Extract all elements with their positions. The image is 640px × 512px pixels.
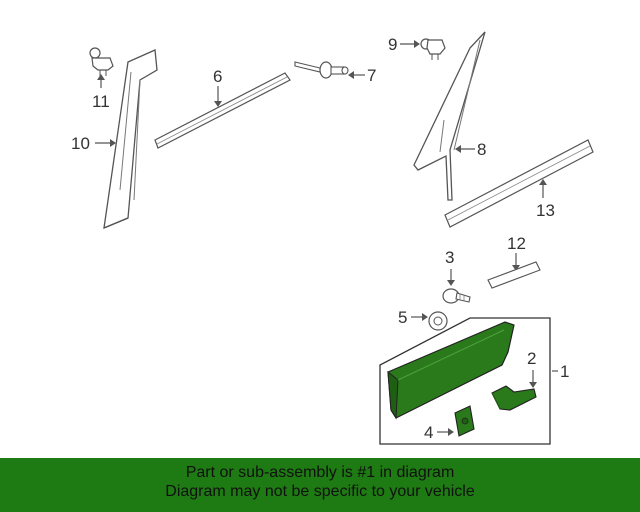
callout-13[interactable]: 13 [536,201,555,220]
banner-line-disclaimer: Diagram may not be specific to your vehi… [165,483,475,500]
part-1-door-molding-assembly[interactable] [387,321,515,420]
callout-8[interactable]: 8 [477,140,486,159]
arrowhead-13 [539,179,547,185]
callout-10[interactable]: 10 [71,134,90,153]
callout-7[interactable]: 7 [367,66,376,85]
banner-line-part-info: Part or sub-assembly is #1 in diagram [185,464,455,481]
arrowhead-4 [448,428,454,436]
part-9-clip[interactable] [420,38,446,60]
parts-diagram: 11 10 6 7 9 [71,31,594,445]
part-2-bracket[interactable] [491,385,537,411]
arrowhead-8 [455,145,461,153]
part-3-screw[interactable] [442,288,471,304]
info-banner: Part or sub-assembly is #1 in diagram Di… [0,458,640,512]
arrowhead-2 [529,382,537,388]
arrowhead-11 [97,74,105,80]
callout-9[interactable]: 9 [388,35,397,54]
callout-6[interactable]: 6 [213,67,222,86]
arrowhead-9 [414,40,420,48]
arrowhead-5 [422,313,428,321]
arrowhead-12 [512,265,520,271]
part-11-clip[interactable] [89,47,114,76]
callout-12[interactable]: 12 [507,234,526,253]
callout-3[interactable]: 3 [445,248,454,267]
part-8-door-applique[interactable] [413,31,486,201]
arrowhead-6 [214,101,222,107]
callout-11[interactable]: 11 [92,92,110,111]
part-10-pillar-applique[interactable] [103,49,158,230]
part-7-push-pin[interactable] [294,61,349,79]
callout-1[interactable]: 1 [560,362,569,381]
arrowhead-10 [110,139,116,147]
part-6-belt-molding[interactable] [154,72,291,149]
part-13-lower-molding[interactable] [444,139,594,228]
callout-2[interactable]: 2 [527,349,536,368]
part-4-clip[interactable] [454,405,475,437]
arrowhead-7 [348,71,354,79]
callout-4[interactable]: 4 [424,423,433,442]
part-12-tape[interactable] [487,261,541,289]
arrowhead-3 [447,280,455,286]
callout-5[interactable]: 5 [398,308,407,327]
part-5-grommet[interactable] [428,311,448,331]
